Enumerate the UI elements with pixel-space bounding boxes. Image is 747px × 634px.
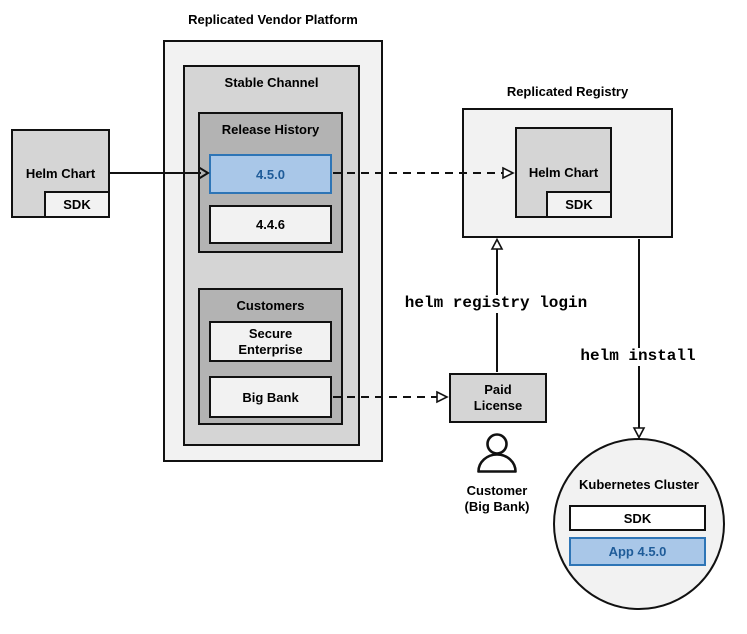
paid-license-line1: Paid xyxy=(484,382,512,398)
source-helm-chart-label: Helm Chart xyxy=(25,166,96,181)
release-4-4-6-label: 4.4.6 xyxy=(256,217,285,232)
stable-channel-label: Stable Channel xyxy=(224,75,319,90)
arrowhead-hollow-icon xyxy=(436,390,449,404)
customer-caption: Customer (Big Bank) xyxy=(437,483,557,514)
paid-license-line2: License xyxy=(473,398,523,413)
customer-name: Customer xyxy=(466,483,528,498)
cluster-app-label: App 4.5.0 xyxy=(608,544,667,559)
release-4-4-6-box: 4.4.6 xyxy=(209,205,332,244)
registry-sdk-box: SDK xyxy=(546,191,612,218)
kubernetes-cluster-title: Kubernetes Cluster xyxy=(579,477,699,492)
paid-license-box: Paid License xyxy=(449,373,547,423)
customer-big-bank-box: Big Bank xyxy=(209,376,332,418)
release-4-5-0-label: 4.5.0 xyxy=(256,166,285,182)
customers-label: Customers xyxy=(236,298,305,313)
command-helm-install: helm install xyxy=(578,347,698,366)
arrowhead-hollow-icon xyxy=(632,427,646,440)
person-icon xyxy=(477,433,517,473)
registry-sdk-label: SDK xyxy=(565,197,593,212)
registry-helm-chart-label: Helm Chart xyxy=(528,165,599,180)
customer-secure-line1: Secure xyxy=(248,325,293,341)
command-helm-registry-login: helm registry login xyxy=(400,294,592,313)
cluster-sdk-box: SDK xyxy=(569,505,706,531)
cluster-app-box: App 4.5.0 xyxy=(569,537,706,566)
registry-title: Replicated Registry xyxy=(506,84,629,99)
platform-title: Replicated Vendor Platform xyxy=(188,12,358,27)
source-sdk-box: SDK xyxy=(44,191,110,218)
kubernetes-cluster-circle: Kubernetes Cluster SDK App 4.5.0 xyxy=(553,438,725,610)
source-sdk-label: SDK xyxy=(63,197,91,212)
release-history-label: Release History xyxy=(221,122,320,137)
customer-big-bank-label: Big Bank xyxy=(242,389,299,405)
customer-secure-enterprise-box: Secure Enterprise xyxy=(209,321,332,362)
arrowhead-hollow-icon xyxy=(490,237,504,250)
customer-secure-line2: Enterprise xyxy=(238,341,303,357)
release-4-5-0-box: 4.5.0 xyxy=(209,154,332,194)
customer-org: (Big Bank) xyxy=(464,498,530,514)
cluster-sdk-label: SDK xyxy=(623,510,652,526)
